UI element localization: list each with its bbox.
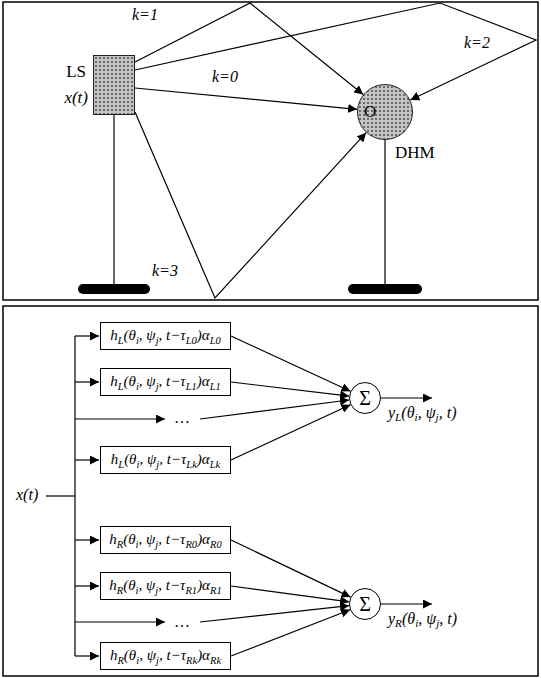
subscript: L0 [186, 335, 197, 346]
subscript: i [136, 539, 139, 550]
subscript: j [155, 585, 158, 596]
ellipsis: … [172, 613, 192, 631]
transfer-function: hL(θi, ψj, t−τLk)αLk [111, 451, 220, 468]
signal-arrow [231, 405, 350, 460]
branch-arrow [75, 335, 99, 336]
filter-box: hR(θi, ψj, t−τR0)αR0 [100, 526, 231, 554]
sum-circle: Σ [349, 588, 381, 620]
subscript: Rk [186, 655, 197, 666]
filter-box: hL(θi, ψj, t−τLk)αLk [100, 446, 231, 474]
subscript: L1 [186, 381, 197, 392]
sum-arrow [200, 606, 349, 622]
subscript: R0 [210, 539, 222, 550]
subscript: i [415, 411, 418, 423]
subscript: i [136, 381, 139, 392]
filter-box: hR(θi, ψj, t−τR1)αR1 [100, 572, 231, 600]
sound-ray [135, 88, 357, 109]
stand-base [348, 284, 422, 294]
filter-box: hR(θi, ψj, t−τRk)αRk [100, 642, 231, 670]
subscript: i [415, 617, 418, 629]
stand-base [78, 284, 150, 294]
subscript: R [117, 539, 123, 550]
subscript: Rk [210, 655, 221, 666]
subscript: j [156, 459, 159, 470]
path-index: k=1 [130, 6, 160, 24]
filter-box: hL(θi, ψj, t−τL0)αL0 [100, 322, 231, 350]
subscript: Lk [186, 459, 197, 470]
subscript: i [136, 655, 139, 666]
branch-arrow [75, 539, 99, 540]
branch-arrow [75, 459, 99, 460]
node-heading: O [364, 102, 376, 122]
node-heading: LS [66, 62, 86, 82]
input-signal: x(t) [14, 486, 40, 504]
loudspeaker-box: LSx(t) [93, 55, 135, 115]
subscript: L [395, 411, 401, 423]
sum-symbol: Σ [359, 387, 371, 410]
signal-arrow [231, 586, 349, 602]
subscript: R1 [210, 585, 222, 596]
subscript: j [436, 411, 439, 423]
branch-arrow [75, 621, 165, 622]
subscript: L [118, 335, 124, 346]
node-caption: DHM [395, 143, 435, 163]
subscript: i [137, 459, 140, 470]
subscript: R [117, 585, 123, 596]
subscript: R1 [185, 585, 197, 596]
ellipsis: … [172, 409, 192, 427]
output-signal: yR(θi, ψj, t) [386, 610, 459, 628]
path-index: k=3 [150, 262, 180, 280]
room-border [3, 2, 538, 300]
transfer-function: hR(θi, ψj, t−τRk)αRk [110, 647, 221, 664]
subscript: R0 [185, 539, 197, 550]
signal-arrow [231, 610, 350, 656]
input-wire [46, 495, 75, 496]
sum-circle: Σ [349, 382, 381, 414]
subscript: R [395, 617, 402, 629]
sound-ray [135, 3, 363, 94]
branch-arrow [75, 585, 99, 586]
transfer-function: hL(θi, ψj, t−τL0)αL0 [110, 327, 221, 344]
branch-arrow [75, 418, 165, 419]
subscript: L [118, 459, 124, 470]
head-stand [384, 140, 385, 285]
transfer-function: hR(θi, ψj, t−τR0)αR0 [109, 531, 221, 548]
filter-box: hL(θi, ψj, t−τL1)αL1 [100, 368, 231, 396]
subscript: j [436, 617, 439, 629]
subscript: Lk [210, 459, 221, 470]
subscript: R [117, 655, 123, 666]
dummy-head: ODHM [357, 84, 413, 140]
speaker-stand [113, 115, 114, 285]
node-caption: x(t) [64, 88, 88, 108]
sound-ray [135, 112, 366, 298]
subscript: j [155, 539, 158, 550]
subscript: L0 [210, 335, 221, 346]
subscript: j [156, 655, 159, 666]
output-arrow [381, 603, 432, 604]
subscript: L1 [210, 381, 221, 392]
signal-arrow [231, 382, 349, 396]
branch-arrow [75, 655, 99, 656]
subscript: i [136, 585, 139, 596]
sum-symbol: Σ [359, 593, 371, 616]
subscript: L [118, 381, 124, 392]
subscript: j [156, 335, 159, 346]
sound-ray [135, 3, 536, 100]
signal-arrow [231, 336, 350, 391]
model-border [3, 306, 538, 676]
input-bus [74, 336, 75, 656]
branch-arrow [75, 381, 99, 382]
subscript: i [136, 335, 139, 346]
output-arrow [381, 397, 432, 398]
transfer-function: hR(θi, ψj, t−τR1)αR1 [109, 577, 221, 594]
path-index: k=0 [210, 68, 240, 86]
transfer-function: hL(θi, ψj, t−τL1)αL1 [110, 373, 221, 390]
path-index: k=2 [462, 34, 492, 52]
subscript: j [156, 381, 159, 392]
output-signal: yL(θi, ψj, t) [386, 404, 458, 422]
